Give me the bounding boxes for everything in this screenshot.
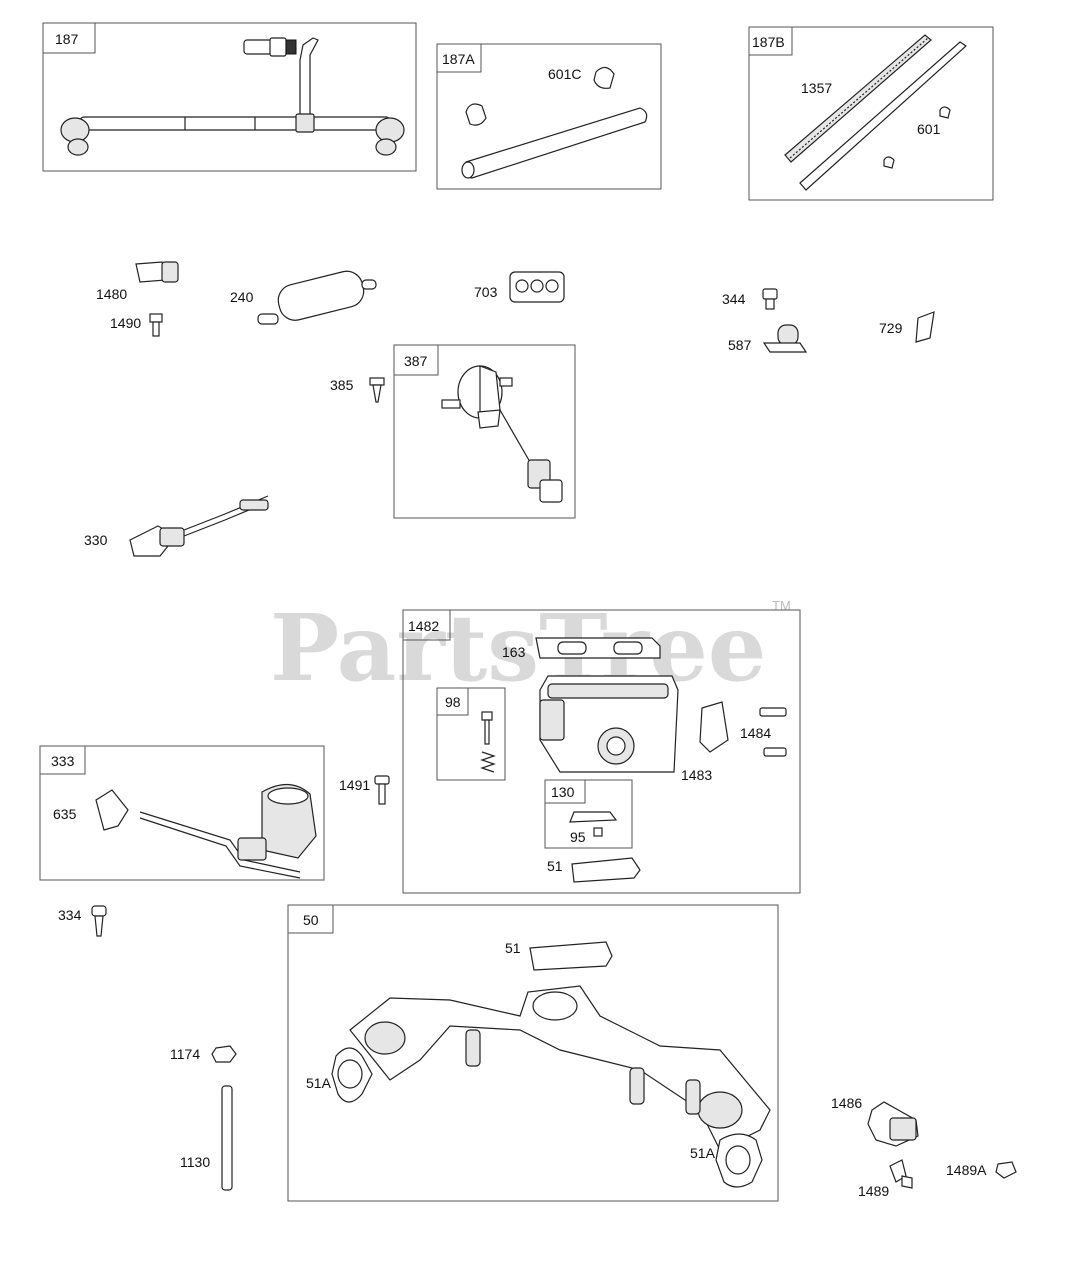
bolt-344-drawing xyxy=(762,288,778,310)
callout-330[interactable]: 330 xyxy=(84,532,108,548)
group-label-1482: 1482 xyxy=(408,618,439,634)
callout-1357[interactable]: 1357 xyxy=(801,80,832,96)
callout-240[interactable]: 240 xyxy=(230,289,254,305)
bolt-1489-drawing xyxy=(889,1159,913,1189)
sensor-1486-drawing xyxy=(867,1101,919,1147)
group-label-98: 98 xyxy=(445,694,461,710)
callout-385[interactable]: 385 xyxy=(330,377,354,393)
sensor-330-drawing xyxy=(129,495,269,557)
callout-95[interactable]: 95 xyxy=(570,829,586,845)
callout-1130[interactable]: 1130 xyxy=(180,1154,210,1170)
group-label-187a: 187A xyxy=(442,51,475,67)
bolt-1491-drawing xyxy=(374,775,390,805)
callout-1491[interactable]: 1491 xyxy=(339,777,370,793)
group-333[interactable]: 333 xyxy=(39,745,325,881)
hose-187b-drawing xyxy=(784,34,967,191)
group-187b[interactable]: 187B xyxy=(748,26,994,201)
callout-703[interactable]: 703 xyxy=(474,284,498,300)
callout-163[interactable]: 163 xyxy=(502,644,526,660)
group-187a[interactable]: 187A xyxy=(436,43,662,190)
fuel-filter-240-drawing xyxy=(257,270,377,325)
callout-51a-left[interactable]: 51A xyxy=(306,1075,332,1091)
group-1482[interactable]: 1482 xyxy=(402,609,801,894)
watermark-text: PartsTree xyxy=(270,594,766,702)
group-387[interactable]: 387 xyxy=(393,344,576,519)
fuel-line-assembly-drawing xyxy=(60,37,405,156)
callout-1483[interactable]: 1483 xyxy=(681,767,712,783)
sensor-assembly-333-drawing xyxy=(95,783,317,879)
screw-1490-drawing xyxy=(149,313,163,337)
throttle-body-1482-drawing xyxy=(480,637,787,883)
callout-1480[interactable]: 1480 xyxy=(96,286,127,302)
callout-1490[interactable]: 1490 xyxy=(110,315,141,331)
screw-385-drawing xyxy=(369,377,385,403)
group-98[interactable]: 98 xyxy=(436,687,506,781)
callout-1174[interactable]: 1174 xyxy=(170,1046,200,1062)
callout-601[interactable]: 601 xyxy=(917,121,941,137)
injector-1480-drawing xyxy=(135,261,179,283)
group-label-130: 130 xyxy=(551,784,575,800)
callout-635[interactable]: 635 xyxy=(53,806,77,822)
callout-1486[interactable]: 1486 xyxy=(831,1095,862,1111)
intake-manifold-50-drawing xyxy=(331,941,771,1188)
callout-344[interactable]: 344 xyxy=(722,291,746,307)
group-187[interactable]: 187 xyxy=(42,22,417,172)
group-label-333: 333 xyxy=(51,753,75,769)
fuel-hose-187a-drawing xyxy=(461,66,648,179)
watermark-trademark: TM xyxy=(772,598,791,613)
callout-1489[interactable]: 1489 xyxy=(858,1183,889,1199)
callout-601c[interactable]: 601C xyxy=(548,66,581,82)
clip-703-drawing xyxy=(509,271,565,303)
group-label-50: 50 xyxy=(303,912,319,928)
fuel-pump-387-drawing xyxy=(441,365,563,503)
stud-1130-drawing xyxy=(221,1085,233,1191)
callout-334[interactable]: 334 xyxy=(58,907,82,923)
callout-587[interactable]: 587 xyxy=(728,337,752,353)
group-label-187b: 187B xyxy=(752,34,785,50)
callout-729[interactable]: 729 xyxy=(879,320,903,336)
callout-51a-right[interactable]: 51A xyxy=(690,1145,716,1161)
clip-729-drawing xyxy=(915,311,935,343)
bolt-1489a-drawing xyxy=(995,1161,1017,1179)
callout-1484[interactable]: 1484 xyxy=(740,725,771,741)
callout-51-lower[interactable]: 51 xyxy=(505,940,521,956)
clamp-587-drawing xyxy=(762,324,808,353)
group-label-387: 387 xyxy=(404,353,428,369)
callout-51-upper[interactable]: 51 xyxy=(547,858,563,874)
group-label-187: 187 xyxy=(55,31,79,47)
callouts: 601C 1357 601 1480 240 703 344 729 1490 … xyxy=(53,66,987,1199)
nut-1174-drawing xyxy=(211,1045,237,1063)
group-130[interactable]: 130 xyxy=(544,779,633,849)
screw-334-drawing xyxy=(91,905,107,937)
group-50[interactable]: 50 xyxy=(287,904,779,1202)
callout-1489a[interactable]: 1489A xyxy=(946,1162,987,1178)
